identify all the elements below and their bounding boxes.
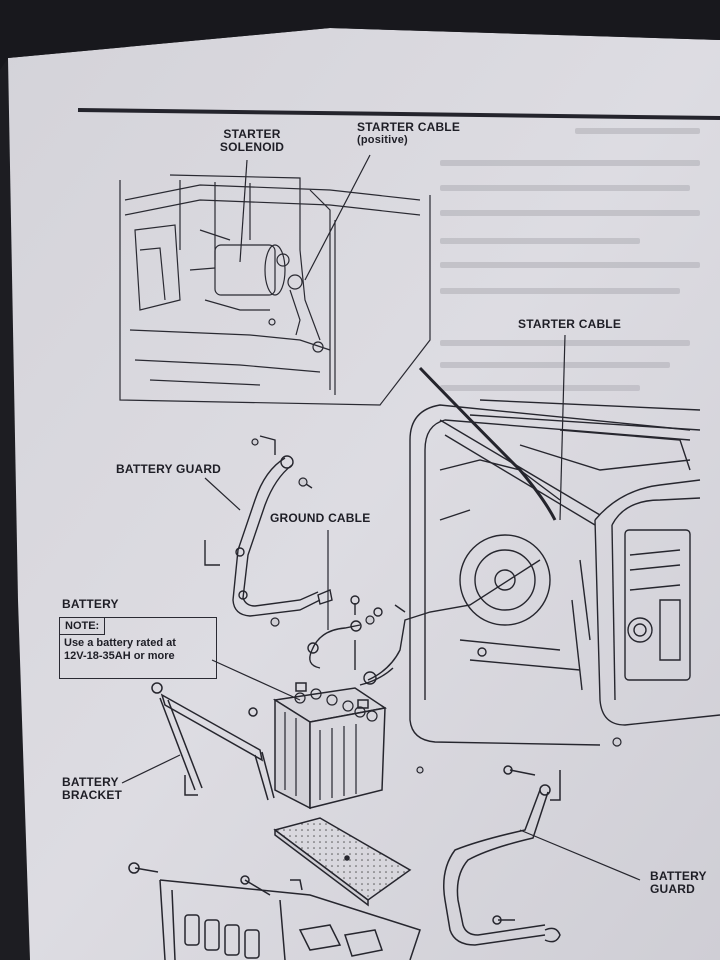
label-battery-guard-bottom: BATTERY GUARD [650, 870, 720, 896]
bottom-panel [128, 862, 421, 960]
label-ground-cable: GROUND CABLE [270, 511, 371, 525]
label-starter-cable-positive-line2: (positive) [357, 134, 408, 146]
label-battery-bracket: BATTERY BRACKET [62, 776, 142, 802]
battery-guard-top-leader [204, 477, 241, 511]
battery-bracket-leader [121, 754, 181, 784]
battery-guard-bottom [443, 765, 561, 946]
paper-sheet [8, 28, 720, 960]
battery-note-leader [211, 659, 301, 701]
label-battery-bracket-line1: BATTERY [62, 775, 119, 789]
note-line-1: Use a battery rated at [64, 637, 176, 649]
battery-guard-top [204, 435, 333, 617]
generator-frame [409, 399, 720, 746]
inset-leaders [239, 154, 371, 281]
label-starter-solenoid: STARTER SOLENOID [212, 128, 292, 154]
label-starter-cable-positive: STARTER CABLE (positive) [357, 121, 487, 147]
battery-cable [359, 559, 541, 686]
label-battery-guard-bottom-line2: GUARD [650, 882, 695, 896]
note-line-2: 12V-18-35AH or more [64, 650, 175, 662]
battery-part [272, 682, 387, 810]
note-heading: NOTE: [60, 618, 106, 635]
show-through-text [440, 128, 700, 391]
battery-bracket-part [151, 682, 275, 801]
battery-guard-bottom-leader [519, 829, 641, 881]
label-battery-guard-bottom-line1: BATTERY [650, 869, 707, 883]
header-rule [77, 108, 720, 120]
ground-cable-part [307, 595, 362, 670]
label-battery-bracket-line2: BRACKET [62, 788, 123, 802]
page-edge [0, 0, 720, 70]
label-battery: BATTERY [62, 597, 119, 611]
label-starter-cable: STARTER CABLE [518, 317, 622, 331]
label-battery-guard-top: BATTERY GUARD [116, 462, 222, 476]
battery-note-box: NOTE: Use a battery rated at 12V-18-35AH… [59, 617, 217, 679]
label-starter-solenoid-line2: SOLENOID [219, 140, 285, 154]
note-text: Use a battery rated at 12V-18-35AH or mo… [64, 637, 214, 663]
starter-cable-line [418, 366, 557, 521]
battery-tray [273, 817, 412, 907]
starter-cable-leader [559, 334, 566, 521]
label-starter-solenoid-line1: STARTER [223, 127, 281, 141]
solenoid-inset [119, 174, 431, 406]
fasteners [251, 438, 622, 774]
label-starter-cable-positive-line1: STARTER CABLE [357, 120, 461, 134]
